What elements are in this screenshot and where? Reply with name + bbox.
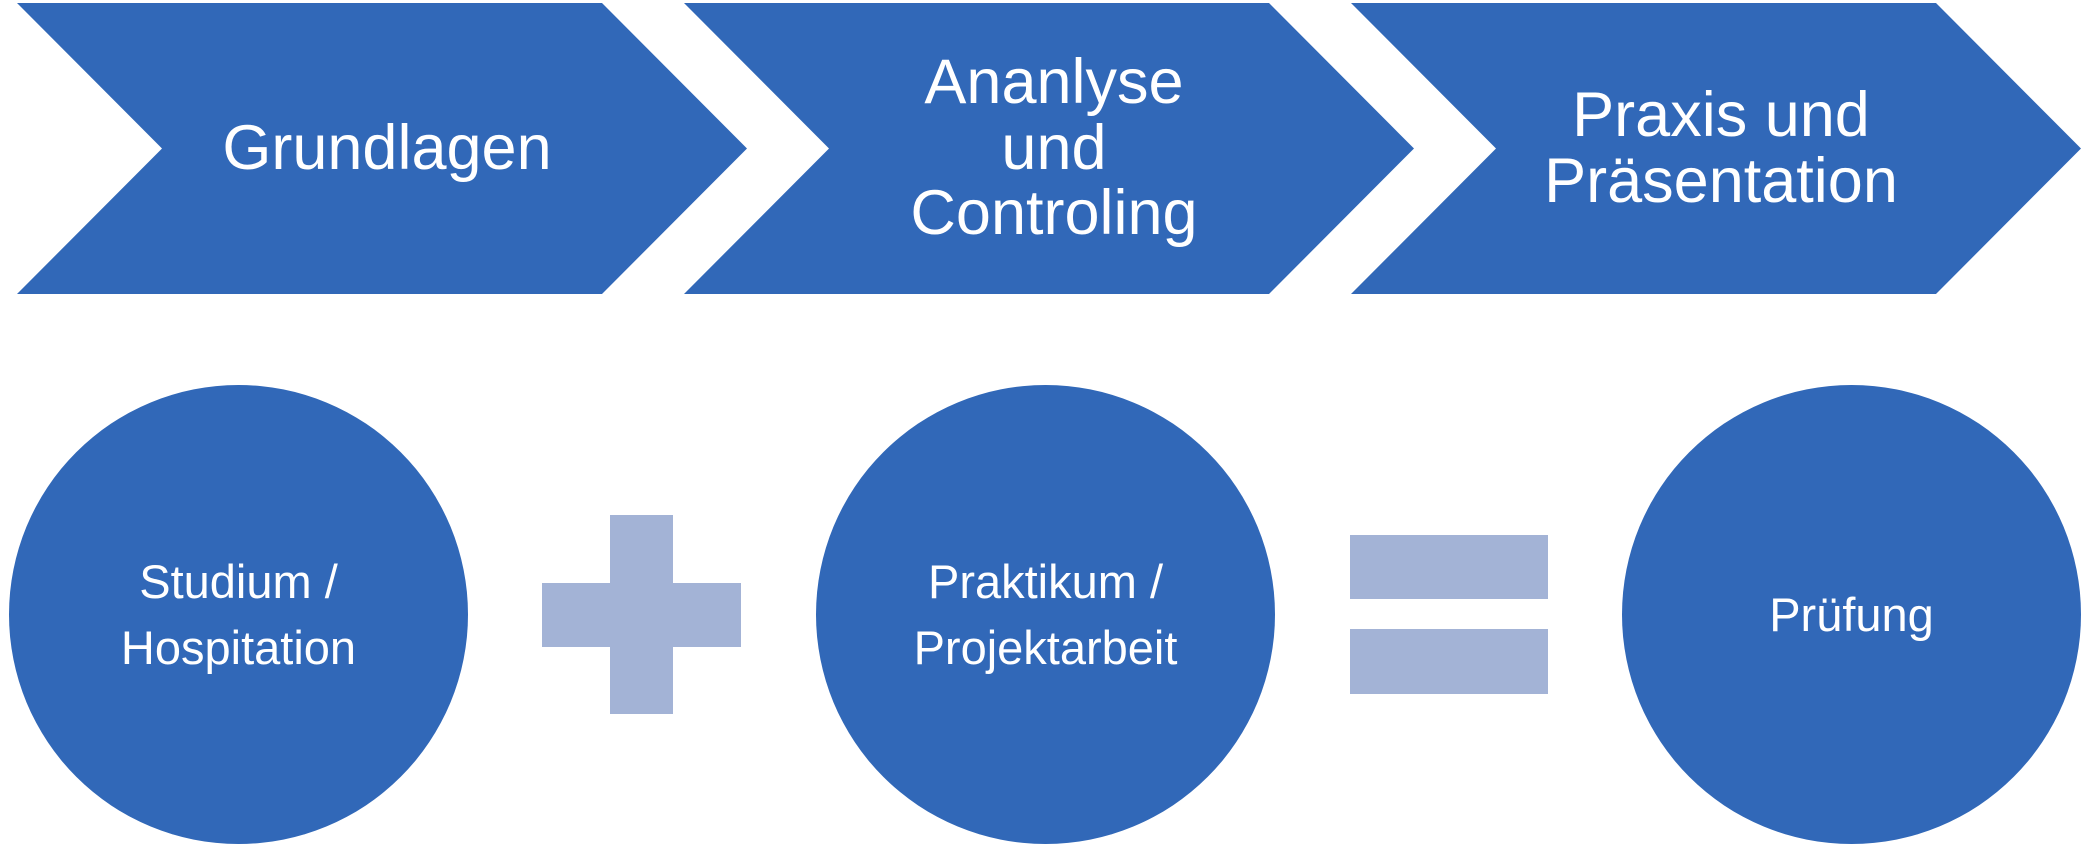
plus-horizontal-bar bbox=[542, 583, 741, 647]
circle-pruefung: Prüfung bbox=[1622, 385, 2081, 844]
circle-label: Studium / Hospitation bbox=[120, 554, 357, 674]
process-step-label: Praxis und Präsentation bbox=[1544, 79, 1898, 216]
chevron-shape-1 bbox=[17, 3, 747, 294]
circle-label: Praktikum / Projektarbeit bbox=[913, 554, 1178, 674]
circle-praktikum: Praktikum / Projektarbeit bbox=[816, 385, 1275, 844]
circle-studium: Studium / Hospitation bbox=[9, 385, 468, 844]
process-step-analyse: Ananlyse und Controling bbox=[684, 3, 1414, 294]
process-step-label: Ananlyse und Controling bbox=[910, 47, 1198, 249]
process-step-label: Grundlagen bbox=[222, 112, 552, 183]
chevron-shape-2 bbox=[684, 3, 1414, 294]
equals-top-bar bbox=[1350, 535, 1548, 599]
process-step-praxis: Praxis und Präsentation bbox=[1351, 3, 2081, 294]
equals-bottom-bar bbox=[1350, 629, 1548, 694]
process-step-grundlagen: Grundlagen bbox=[17, 3, 747, 294]
circle-label: Prüfung bbox=[1769, 587, 1934, 641]
chevron-shape-3 bbox=[1351, 3, 2081, 294]
